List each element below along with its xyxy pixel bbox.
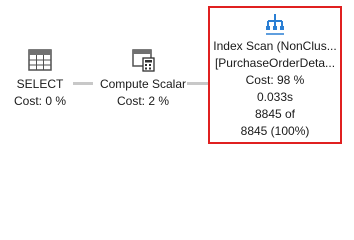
compute-scalar-name: Compute Scalar bbox=[99, 77, 187, 91]
select-operator[interactable]: SELECT Cost: 0 % bbox=[10, 48, 70, 110]
plan-connector-select-compute bbox=[73, 82, 93, 85]
index-scan-time: 0.033s bbox=[256, 90, 294, 104]
table-grid-icon bbox=[28, 49, 52, 71]
compute-scalar-operator[interactable]: Compute Scalar Cost: 2 % bbox=[90, 48, 196, 110]
index-scan-rows-actual: 8845 of bbox=[254, 107, 296, 121]
index-scan-operator[interactable]: Index Scan (NonClus... [PurchaseOrderDet… bbox=[208, 6, 342, 144]
compute-scalar-cost: Cost: 2 % bbox=[116, 94, 170, 108]
select-operator-cost: Cost: 0 % bbox=[13, 94, 67, 108]
index-scan-tree-icon bbox=[266, 14, 284, 35]
calculator-icon bbox=[132, 49, 155, 72]
index-scan-cost: Cost: 98 % bbox=[245, 73, 305, 87]
index-scan-name: Index Scan (NonClus... bbox=[213, 39, 337, 53]
select-operator-name: SELECT bbox=[16, 77, 64, 91]
execution-plan-canvas: SELECT Cost: 0 % Compute Scalar Cost: 2 … bbox=[10, 6, 342, 144]
plan-connector-compute-scan bbox=[187, 82, 208, 85]
index-scan-rows-estimated: 8845 (100%) bbox=[240, 124, 310, 138]
index-scan-object: [PurchaseOrderDeta... bbox=[214, 56, 336, 70]
